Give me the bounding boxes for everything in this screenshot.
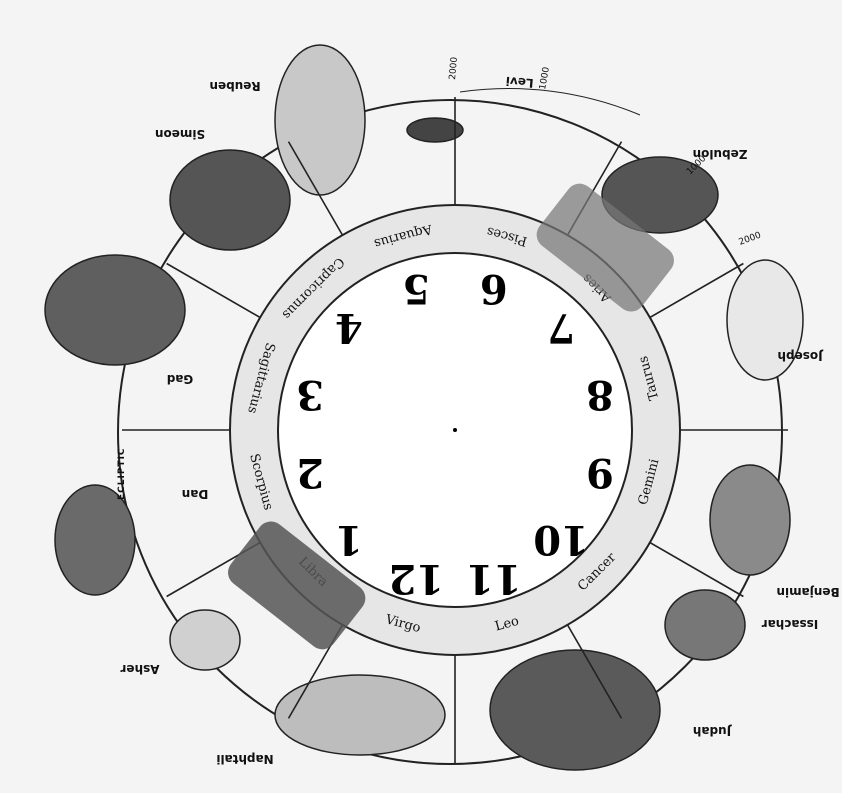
tribe-label-naphtali: Naphtali [216,752,273,766]
hour-number: 12 [388,555,444,602]
tribe-label-judah: Judah [693,724,732,738]
center-point [453,428,457,432]
tribe-label-levi: Levi [505,74,534,90]
lion-figure [490,650,660,770]
hour-number: 5 [402,265,430,312]
hour-number: 7 [547,304,575,351]
crab-figure [665,590,745,660]
hour-number: 3 [296,371,324,418]
scale-label-2000: 2000 [448,56,460,80]
tribe-label-asher: Asher [120,662,159,676]
goat-figure [170,150,290,250]
hour-number: 11 [466,555,522,602]
tribe-label-benjamin: Benjamin [776,585,839,599]
hour-number: 4 [335,304,363,351]
ecliptic-label: ECLIPTIC [117,447,127,500]
hour-number: 9 [586,449,614,496]
hour-number: 1 [335,516,363,563]
virgin-figure [275,675,445,755]
hour-number: 10 [533,516,589,563]
scale-label-1000: 1000 [538,66,552,91]
hour-number: 2 [296,449,324,496]
tribe-label-gad: Gad [167,372,194,386]
tribe-label-dan: Dan [182,487,209,501]
hour-number: 6 [480,265,508,312]
tribe-label-reuben: Reuben [209,79,260,93]
scale-label-2000b: 2000 [738,230,763,247]
scorpion-figure [55,485,135,595]
archer-figure [45,255,185,365]
tribe-label-issachar: Issachar [762,617,819,631]
twins-figure [710,465,790,575]
tribe-label-simeon: Simeon [155,127,205,141]
water-bearer-figure [275,45,365,195]
scales-figure [170,610,240,670]
hour-number: 8 [586,371,614,418]
tribe-label-joseph: Joseph [777,349,823,363]
